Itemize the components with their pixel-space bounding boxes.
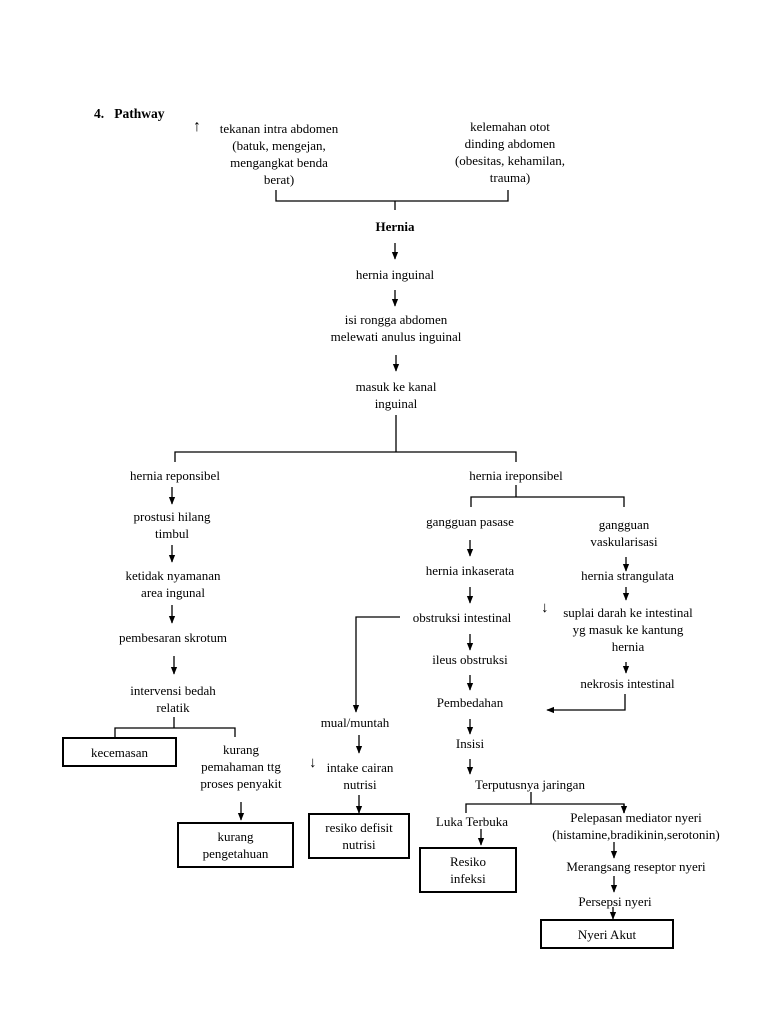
node-passage: gangguan pasase [426,514,514,529]
node-protrusion: prostusi hilang timbul [133,509,211,541]
cause-bracket [275,190,509,202]
box-anxiety: kecemasan [62,737,177,767]
node-receptor: Merangsang reseptor nyeri [566,859,706,874]
node-discomfort: ketidak nyamanan area ingunal [125,568,221,600]
node-contents: isi rongga abdomen melewati anulus ingui… [330,312,462,344]
node-incarcerated: hernia inkaserata [425,563,515,578]
node-canal: masuk ke kanal inguinal [355,379,437,411]
node-vascular: gangguan vaskularisasi [590,517,658,549]
node-necrosis: nekrosis intestinal [580,676,675,691]
section-title: Pathway [114,106,165,121]
node-hernia-ireponsibel: hernia ireponsibel [469,468,563,483]
node-intake: intake cairan nutrisi [326,760,394,792]
section-heading: 4. Pathway [94,88,165,122]
node-lack-understanding: kurang pemahaman ttg proses penyakit [200,742,282,791]
node-tissue: Terputusnya jaringan [475,777,585,792]
box-infection-risk: Resiko infeksi [419,847,517,893]
section-number: 4. [94,106,105,121]
node-blood-supply: suplai darah ke intestinal yg masuk ke k… [563,605,693,654]
node-surgery: intervensi bedah relatik [130,683,216,715]
node-scrotum: pembesaran skrotum [119,630,227,645]
node-hernia: Hernia [375,219,415,234]
node-open-wound: Luka Terbuka [435,814,509,829]
ireponsibel-bracket [470,496,625,507]
necrosis-arrow [546,694,626,714]
box-nutrition-risk: resiko defisit nutrisi [308,813,410,859]
node-nausea: mual/muntah [320,715,390,730]
surgery-bracket [114,727,236,737]
box-acute-pain: Nyeri Akut [540,919,674,949]
down-arrow-icon: ↓ [541,600,549,616]
node-obstruction: obstruksi intestinal [412,610,512,625]
obstruction-arrow [352,616,400,713]
node-operation: Pembedahan [436,695,504,710]
cause-weakness: kelemahan otot dinding abdomen (obesitas… [454,119,566,185]
node-hernia-inguinal: hernia inguinal [355,267,435,282]
down-arrow-icon-intake: ↓ [309,755,317,771]
node-incision: Insisi [455,736,485,751]
node-mediators: Pelepasan mediator nyeri (histamine,brad… [552,810,720,842]
node-hernia-reponsibel: hernia reponsibel [130,468,220,483]
node-perception: Persepsi nyeri [578,894,652,909]
up-arrow-icon: ↑ [193,118,201,135]
node-strangulated: hernia strangulata [581,568,674,583]
box-knowledge-deficit: kurang pengetahuan [177,822,294,868]
cause-pressure: tekanan intra abdomen (batuk, mengejan, … [219,121,339,187]
node-ileus: ileus obstruksi [432,652,508,667]
split-bracket [174,451,517,462]
